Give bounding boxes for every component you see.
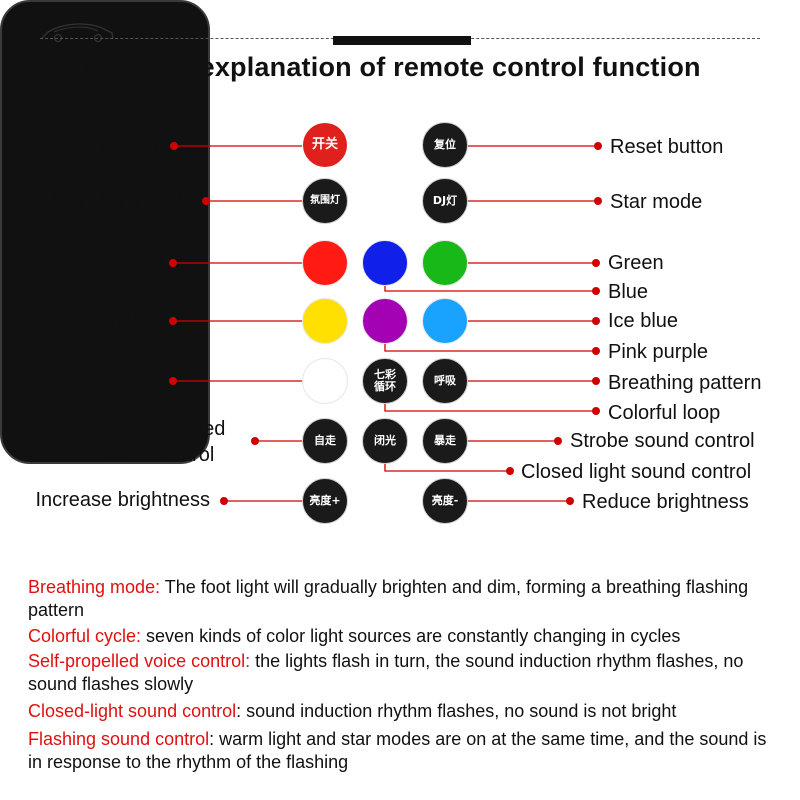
label-strobe: Strobe sound control — [570, 430, 755, 452]
description-flashing: Flashing sound control: warm light and s… — [28, 728, 768, 774]
self-propelled-button[interactable]: 自走 — [302, 418, 348, 464]
ice-blue-button[interactable] — [422, 298, 468, 344]
label-reduce-brightness: Reduce brightness — [582, 491, 749, 513]
label-ice-blue: Ice blue — [608, 310, 679, 332]
label-power: Power button — [40, 135, 158, 157]
red-button[interactable] — [302, 240, 348, 286]
blue-button[interactable] — [362, 240, 408, 286]
brightness-up-button[interactable]: 亮度+ — [302, 478, 348, 524]
dj-light-button[interactable]: DJ灯 — [422, 178, 468, 224]
description-term: Flashing sound control — [28, 729, 210, 749]
description-text: The foot light will gradually brighten a… — [28, 577, 749, 620]
label-white: White — [112, 370, 164, 392]
ambient-light-button[interactable]: 氛围灯 — [302, 178, 348, 224]
label-colorful-loop: Colorful loop — [608, 402, 721, 424]
colorful-loop-button[interactable]: 七彩 循环 — [362, 358, 408, 404]
description-term: Closed-light sound control — [28, 701, 237, 721]
label-self-propelled-1: Self-propelled — [102, 418, 226, 440]
label-red: Red — [127, 252, 164, 274]
description-term: Colorful cycle: — [28, 626, 142, 646]
description-text: seven kinds of color light sources are c… — [141, 626, 681, 646]
white-button[interactable] — [302, 358, 348, 404]
description-breathing: Breathing mode: The foot light will grad… — [28, 576, 768, 622]
breathing-button[interactable]: 呼吸 — [422, 358, 468, 404]
remote-control — [0, 0, 210, 464]
label-breathing: Breathing pattern — [608, 372, 762, 394]
label-closed-light: Closed light sound control — [521, 461, 752, 483]
description-closed-light: Closed-light sound control: sound induct… — [28, 700, 768, 723]
label-warm-light: Warm light mode — [43, 190, 194, 212]
label-blue: Blue — [608, 281, 649, 303]
description-text: : sound induction rhythm flashes, no sou… — [236, 701, 677, 721]
description-term: Breathing mode: — [28, 577, 161, 597]
description-term: Self-propelled voice control: — [28, 651, 251, 671]
description-text: the lights flash in turn, the sound indu… — [28, 651, 744, 694]
label-pink-purple: Pink purple — [608, 341, 709, 363]
strobe-button[interactable]: 暴走 — [422, 418, 468, 464]
power-button[interactable]: 开关 — [302, 122, 348, 168]
label-yellow: Yellow — [104, 310, 162, 332]
description-self-propelled: Self-propelled voice control: the lights… — [28, 650, 768, 696]
yellow-button[interactable] — [302, 298, 348, 344]
reset-button[interactable]: 复位 — [422, 122, 468, 168]
page-title: Detailed explanation of remote control f… — [85, 52, 701, 82]
green-button[interactable] — [422, 240, 468, 286]
label-star: Star mode — [610, 191, 703, 213]
description-text: : warm light and star modes are on at th… — [28, 729, 767, 772]
description-colorful: Colorful cycle: seven kinds of color lig… — [28, 625, 768, 648]
label-self-propelled-2: voice control — [102, 444, 215, 466]
pink-purple-button[interactable] — [362, 298, 408, 344]
label-reset: Reset button — [610, 136, 724, 158]
label-green: Green — [608, 252, 664, 274]
closed-light-button[interactable]: 闭光 — [362, 418, 408, 464]
label-increase-brightness: Increase brightness — [35, 489, 210, 511]
brightness-down-button[interactable]: 亮度- — [422, 478, 468, 524]
header-accent-bar — [333, 36, 471, 45]
